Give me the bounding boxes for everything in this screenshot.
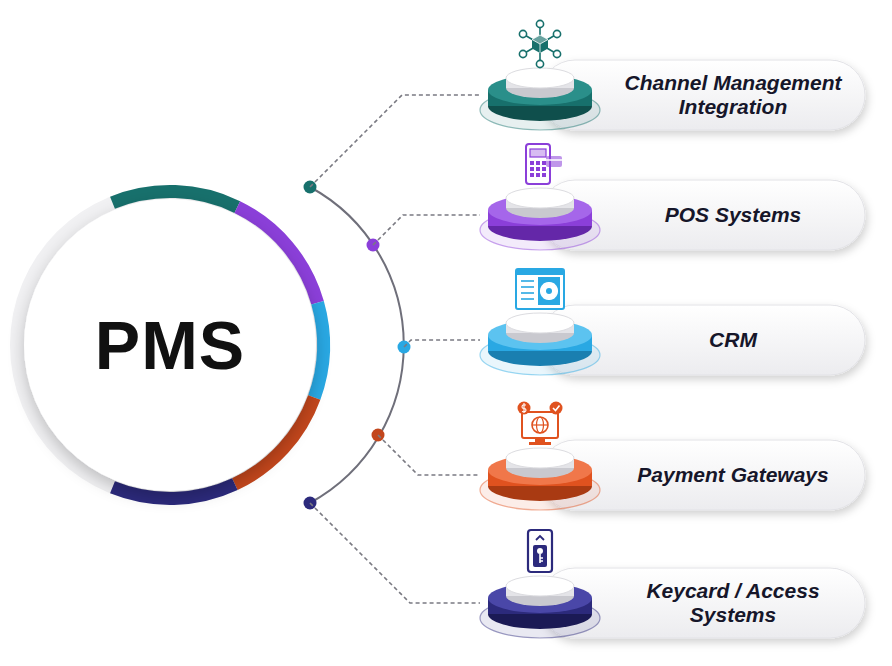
integration-node: POS Systems [480,170,870,260]
icon-part [542,161,546,165]
arc-dot [304,181,317,194]
integration-node: Keycard / Access Systems [480,558,870,648]
icon-part [516,269,564,275]
text-box: POS Systems [602,180,864,250]
integration-label: Payment Gateways [637,463,828,487]
integration-label: Keycard / Access Systems [602,579,864,627]
hub-circle [24,199,316,491]
icon-part [546,159,562,161]
arc-dot [367,239,380,252]
icon-part [530,149,546,157]
icon-part [530,161,534,165]
text-box: Keycard / Access Systems [602,568,864,638]
text-box: Payment Gateways [602,440,864,510]
icon-part [553,50,560,57]
item-icon [516,269,564,309]
integration-node: CRM [480,295,870,385]
icon-part [536,20,543,27]
hub-ring [10,185,330,505]
icon-part [537,548,543,554]
icon-part [532,35,548,53]
icon-part [553,30,560,37]
dashed-connector [310,503,480,603]
icon-part [538,277,560,305]
icon-part [536,536,544,540]
icon-part [553,406,560,411]
item-shape [480,50,870,140]
icon-part [536,60,543,67]
icon-part [542,167,546,171]
disk-top [506,448,574,468]
item-icon [519,20,560,67]
text-box: CRM [602,305,864,375]
item-icon [528,530,552,572]
icon-part [521,298,534,300]
dashed-connector [378,435,480,475]
icon-part [519,30,526,37]
icon-part [532,35,548,53]
disk-top [506,576,574,596]
icon-part [543,285,556,298]
icon-part [522,403,526,413]
disk-top [506,313,574,333]
item-icon [526,144,562,184]
icon-part [550,402,563,415]
icon-part [532,424,548,425]
hub-node: PMS [10,185,330,505]
integration-node: Payment Gateways [480,430,870,520]
icon-part [540,554,543,563]
icon-part [541,283,556,298]
integration-node: Channel Management Integration [480,50,870,140]
icon-part [542,173,546,177]
item-icon [518,402,563,446]
disk-top [506,188,574,208]
icon-part [521,280,534,282]
icon-part [519,50,526,57]
text-box: PMS [10,185,330,505]
item-shape [480,558,870,648]
icon-part [528,530,552,572]
icon-part [518,402,531,415]
icon-part [541,283,556,298]
icon-part [521,292,534,294]
arc-dot [372,429,385,442]
icon-part [546,156,562,167]
icon-part [536,167,540,171]
icon-part [536,161,540,165]
arc-dot [304,497,317,510]
item-shape [480,295,870,385]
dashed-connector [373,215,480,245]
icon-part [530,173,534,177]
icon-part [546,288,552,294]
arc-dot [398,341,411,354]
integration-label: CRM [709,328,757,352]
icon-part [533,545,547,567]
icon-part [536,173,540,177]
hub-label: PMS [95,306,245,384]
text-box: Channel Management Integration [602,60,864,130]
dashed-connector [404,340,480,347]
disk-top [506,68,574,88]
dashed-connector [310,95,480,187]
integration-label: POS Systems [665,203,802,227]
icon-part [529,442,551,445]
icon-part [522,412,558,438]
icon-part [532,417,548,433]
icon-part [521,286,534,288]
icon-part [516,269,564,309]
icon-part [530,167,534,171]
integration-label: Channel Management Integration [602,71,864,119]
